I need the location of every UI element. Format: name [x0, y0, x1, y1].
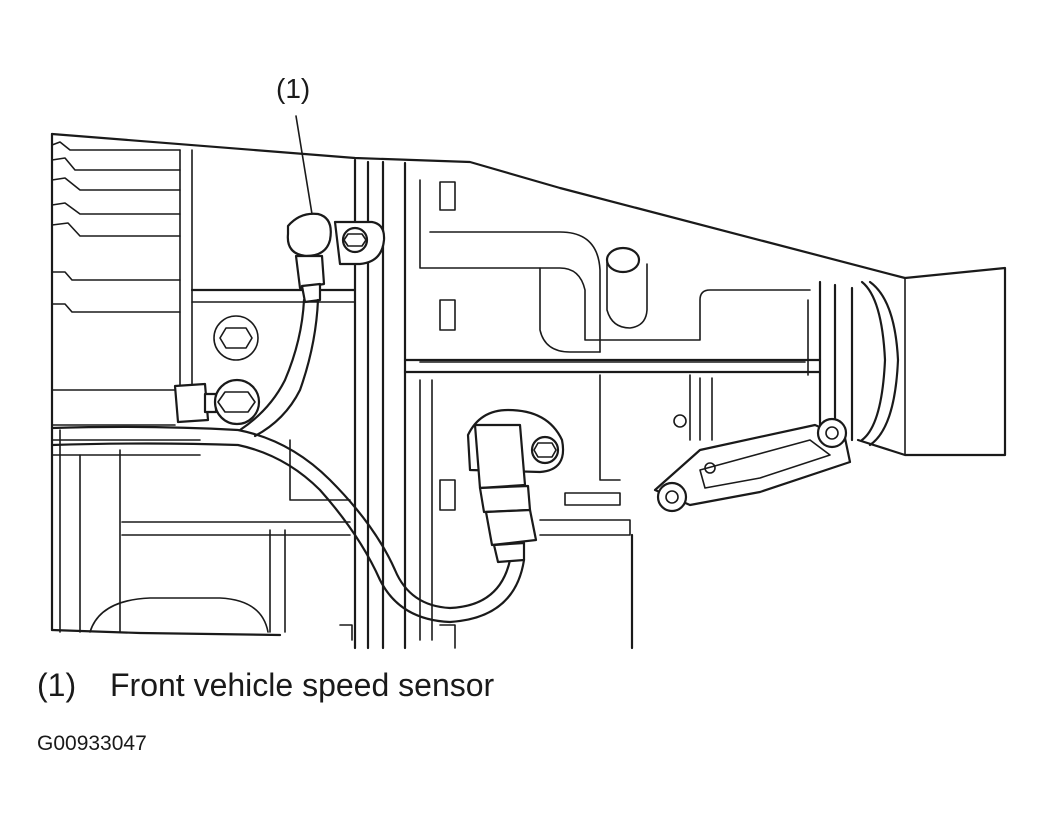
callout-leader-line [295, 115, 313, 215]
hose-hex-bolt [213, 378, 261, 426]
sensor-mount-bolt [341, 226, 369, 254]
boss-cap [605, 246, 641, 274]
callout-label: (1) [276, 73, 310, 104]
legend-number: (1) [37, 667, 76, 703]
front-vehicle-speed-sensor [286, 212, 386, 304]
rear-sensor [466, 408, 565, 564]
legend-text: Front vehicle speed sensor [110, 667, 495, 703]
transmission-case [50, 132, 1007, 650]
sensor-harness [50, 298, 526, 624]
pivot-upper [816, 417, 848, 449]
pivot-lower [656, 481, 688, 513]
figure-id: G00933047 [37, 732, 147, 755]
